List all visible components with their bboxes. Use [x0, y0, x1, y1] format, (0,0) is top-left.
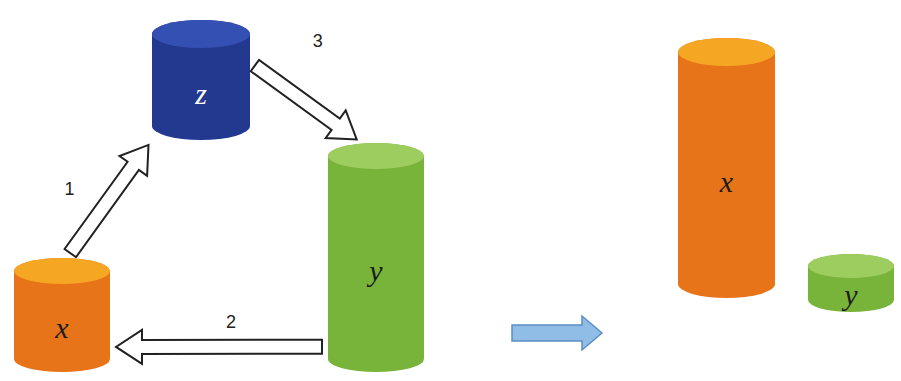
- cylinder-label: x: [55, 313, 68, 343]
- cylinder-node: y: [808, 254, 894, 312]
- cylinder-body: [808, 254, 894, 312]
- cylinder-top: [328, 143, 424, 169]
- cylinder-label: y: [844, 280, 857, 310]
- step-number: 1: [61, 179, 77, 199]
- transition-arrow: [512, 316, 602, 350]
- cylinder-top: [152, 20, 250, 48]
- hollow-arrow: [116, 330, 322, 364]
- cylinder-node: x: [678, 38, 775, 298]
- cylinder-top: [808, 254, 894, 278]
- cylinder-top: [678, 38, 775, 66]
- hollow-arrow: [65, 145, 149, 257]
- cylinder-body: [152, 20, 250, 140]
- step-number: 2: [223, 312, 239, 332]
- cylinder-top: [14, 258, 110, 284]
- cylinder-body: [678, 38, 775, 298]
- hollow-arrow: [251, 60, 357, 140]
- cylinder-node: z: [152, 20, 250, 140]
- cylinder-body: [14, 258, 110, 372]
- cylinder-node: x: [14, 258, 110, 372]
- cylinder-label: x: [720, 167, 733, 197]
- step-number: 3: [310, 31, 326, 51]
- cylinder-label: z: [195, 79, 207, 109]
- cylinder-body: [328, 143, 424, 372]
- cylinder-node: y: [328, 143, 424, 372]
- cylinder-label: y: [369, 256, 382, 286]
